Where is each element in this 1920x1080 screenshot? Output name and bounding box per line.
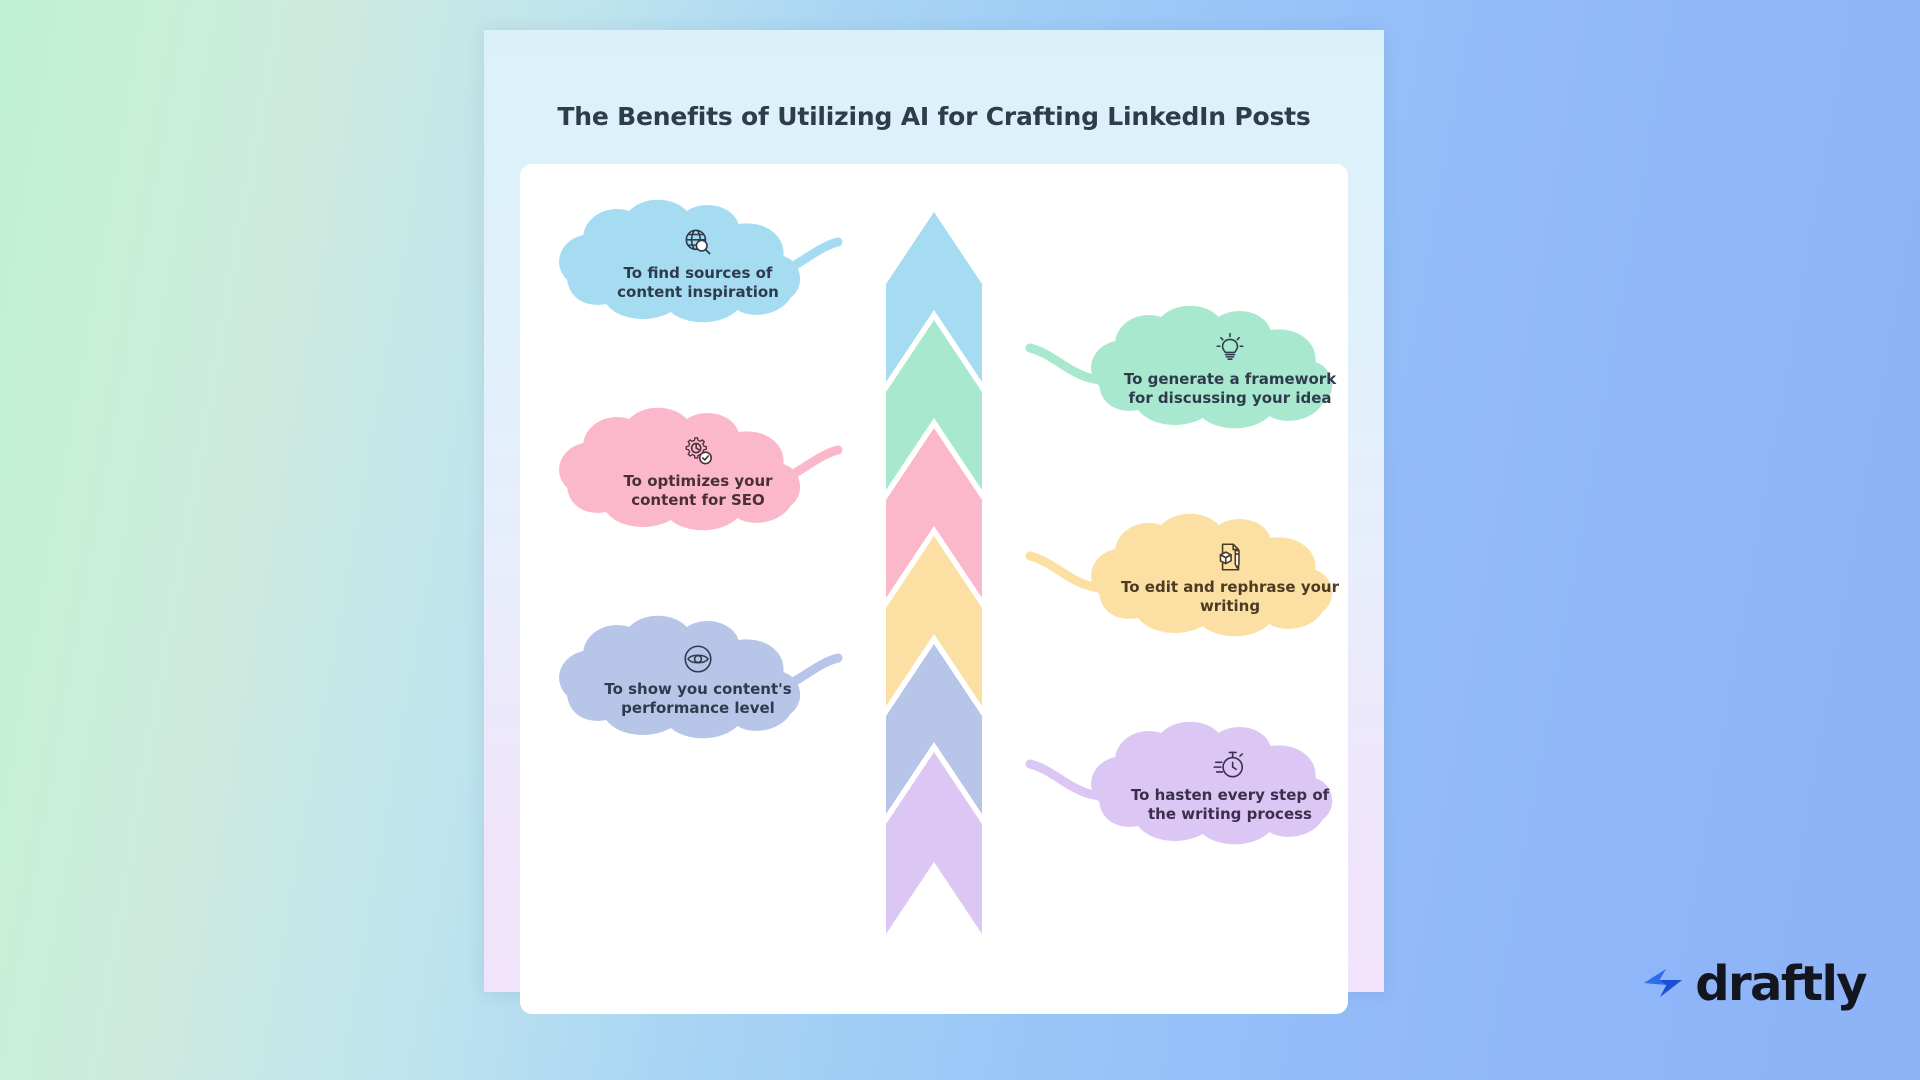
lightbulb-idea-icon [1216,332,1244,360]
draftly-logo[interactable]: draftly [1640,956,1868,1012]
lightning-bolt-icon [1644,969,1683,997]
arrow-segment-1 [886,212,982,382]
gear-check-icon [685,437,712,465]
arrow-segment-4 [886,536,982,706]
cloud-label-generate-framework: To generate a framework for discussing y… [1123,370,1337,408]
cloud-label-show-performance: To show you content's performance level [604,680,792,718]
arrow-segment-5 [886,644,982,814]
cloud-label-edit-rephrase: To edit and rephrase your writing [1121,578,1339,616]
page-title: The Benefits of Utilizing AI for Craftin… [557,102,1311,131]
arrow-segment-2 [886,320,982,490]
eye-target-icon [684,645,712,673]
cloud-node-generate-framework[interactable]: To generate a framework for discussing y… [1100,332,1348,408]
cloud-label-find-sources: To find sources of content inspiration [617,264,779,302]
globe-search-icon [685,229,711,255]
diagram-svg [559,199,1333,934]
cloud-node-find-sources[interactable]: To find sources of content inspiration [568,226,828,302]
cloud-node-optimize-seo[interactable]: To optimizes your content for SEO [568,434,828,510]
cloud-node-show-performance[interactable]: To show you content's performance level [568,642,828,718]
diagram-canvas: To find sources of content inspiration T… [520,164,1348,1014]
arrow-segment-6 [886,752,982,934]
cloud-label-optimize-seo: To optimizes your content for SEO [623,472,773,510]
cloud-node-edit-rephrase[interactable]: To edit and rephrase your writing [1100,540,1348,616]
cloud-label-hasten-process: To hasten every step of the writing proc… [1130,786,1330,824]
stopwatch-speed-icon [1213,751,1244,778]
draftly-wordmark: draftly [1695,956,1867,1012]
arrow-column [886,212,982,934]
document-pencil-icon [1219,543,1240,571]
cloud-node-hasten-process[interactable]: To hasten every step of the writing proc… [1100,748,1348,824]
infographic-card: The Benefits of Utilizing AI for Craftin… [484,30,1384,1014]
arrow-segment-3 [886,428,982,598]
